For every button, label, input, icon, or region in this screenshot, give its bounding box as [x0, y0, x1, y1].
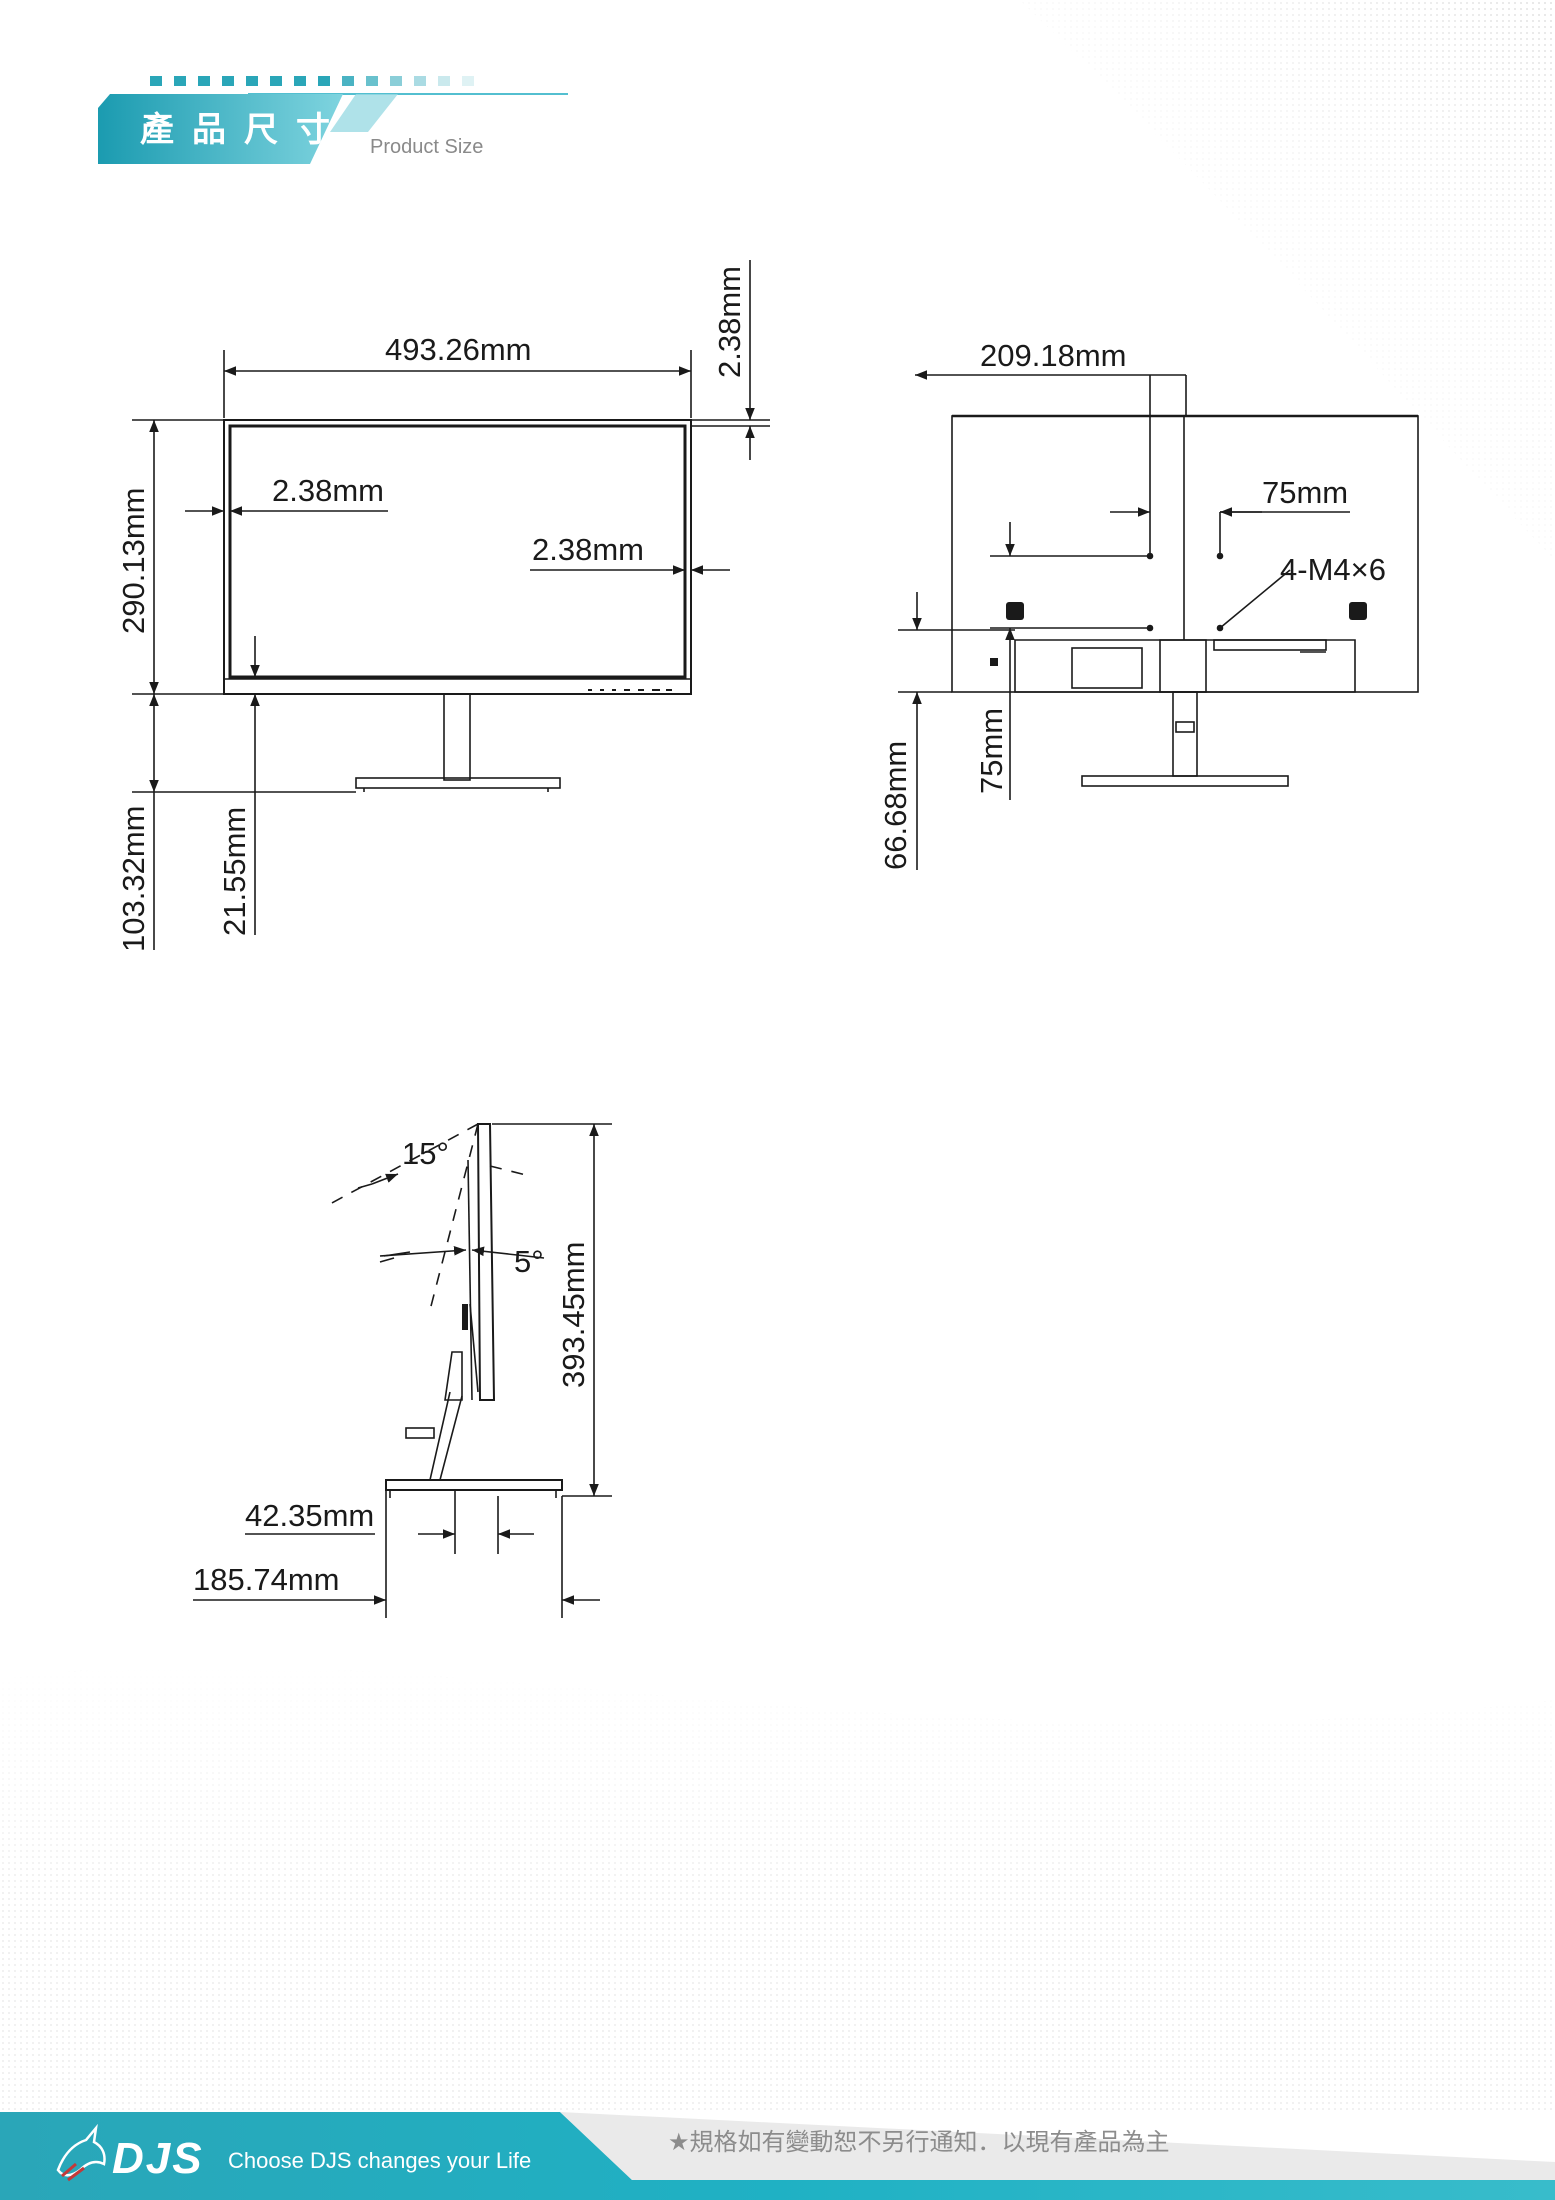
- dimension-labels: 493.26mm 2.38mm 2.38mm 2.38mm 290.13mm 1…: [116, 266, 1386, 1597]
- page-title: 產品尺寸: [140, 111, 348, 149]
- right-bezel-label: 2.38mm: [532, 532, 644, 567]
- disclaimer-note: ★規格如有變動恕不另行通知．以現有產品為主: [668, 2129, 1170, 2156]
- brand-logo: DJS: [112, 2134, 204, 2183]
- page-subtitle: Product Size: [370, 136, 484, 158]
- footer: DJS Choose DJS changes your Life ★規格如有變動…: [0, 2110, 1555, 2200]
- vesa-horizontal-label: 75mm: [1262, 475, 1348, 510]
- footer-banner: [0, 2112, 1555, 2200]
- rear-dimensions: [898, 370, 1350, 870]
- front-width-label: 493.26mm: [385, 332, 531, 367]
- tilt-back-label: 15°: [402, 1136, 449, 1171]
- stand-height-label: 103.32mm: [116, 806, 151, 952]
- vesa-screw-label: 4-M4×6: [1280, 552, 1386, 587]
- top-bezel-label: 2.38mm: [712, 266, 747, 378]
- front-dimensions: [132, 260, 770, 950]
- tilt-forward-label: 5°: [514, 1244, 544, 1279]
- side-dimensions: [193, 1123, 612, 1618]
- rear-view: [951, 414, 1419, 787]
- total-height-label: 393.45mm: [556, 1242, 591, 1388]
- base-neck-label: 42.35mm: [245, 1498, 374, 1533]
- panel-height-label: 290.13mm: [116, 488, 151, 634]
- front-view: [223, 419, 692, 792]
- header-banner: [98, 94, 398, 164]
- left-bezel-label: 2.38mm: [272, 473, 384, 508]
- rear-width-label: 209.18mm: [980, 338, 1126, 373]
- unicorn-logo-icon: [56, 2124, 106, 2182]
- base-depth-label: 185.74mm: [193, 1562, 339, 1597]
- bottom-bezel-label: 21.55mm: [217, 807, 252, 936]
- rear-bottom-offset-label: 66.68mm: [878, 741, 913, 870]
- header-rule: [248, 93, 568, 95]
- header-dot-bar: [150, 76, 474, 86]
- side-view: [385, 1123, 563, 1498]
- section-header: 產品尺寸 Product Size: [98, 72, 578, 172]
- brand-slogan: Choose DJS changes your Life: [228, 2148, 532, 2173]
- vesa-vertical-label: 75mm: [974, 708, 1009, 794]
